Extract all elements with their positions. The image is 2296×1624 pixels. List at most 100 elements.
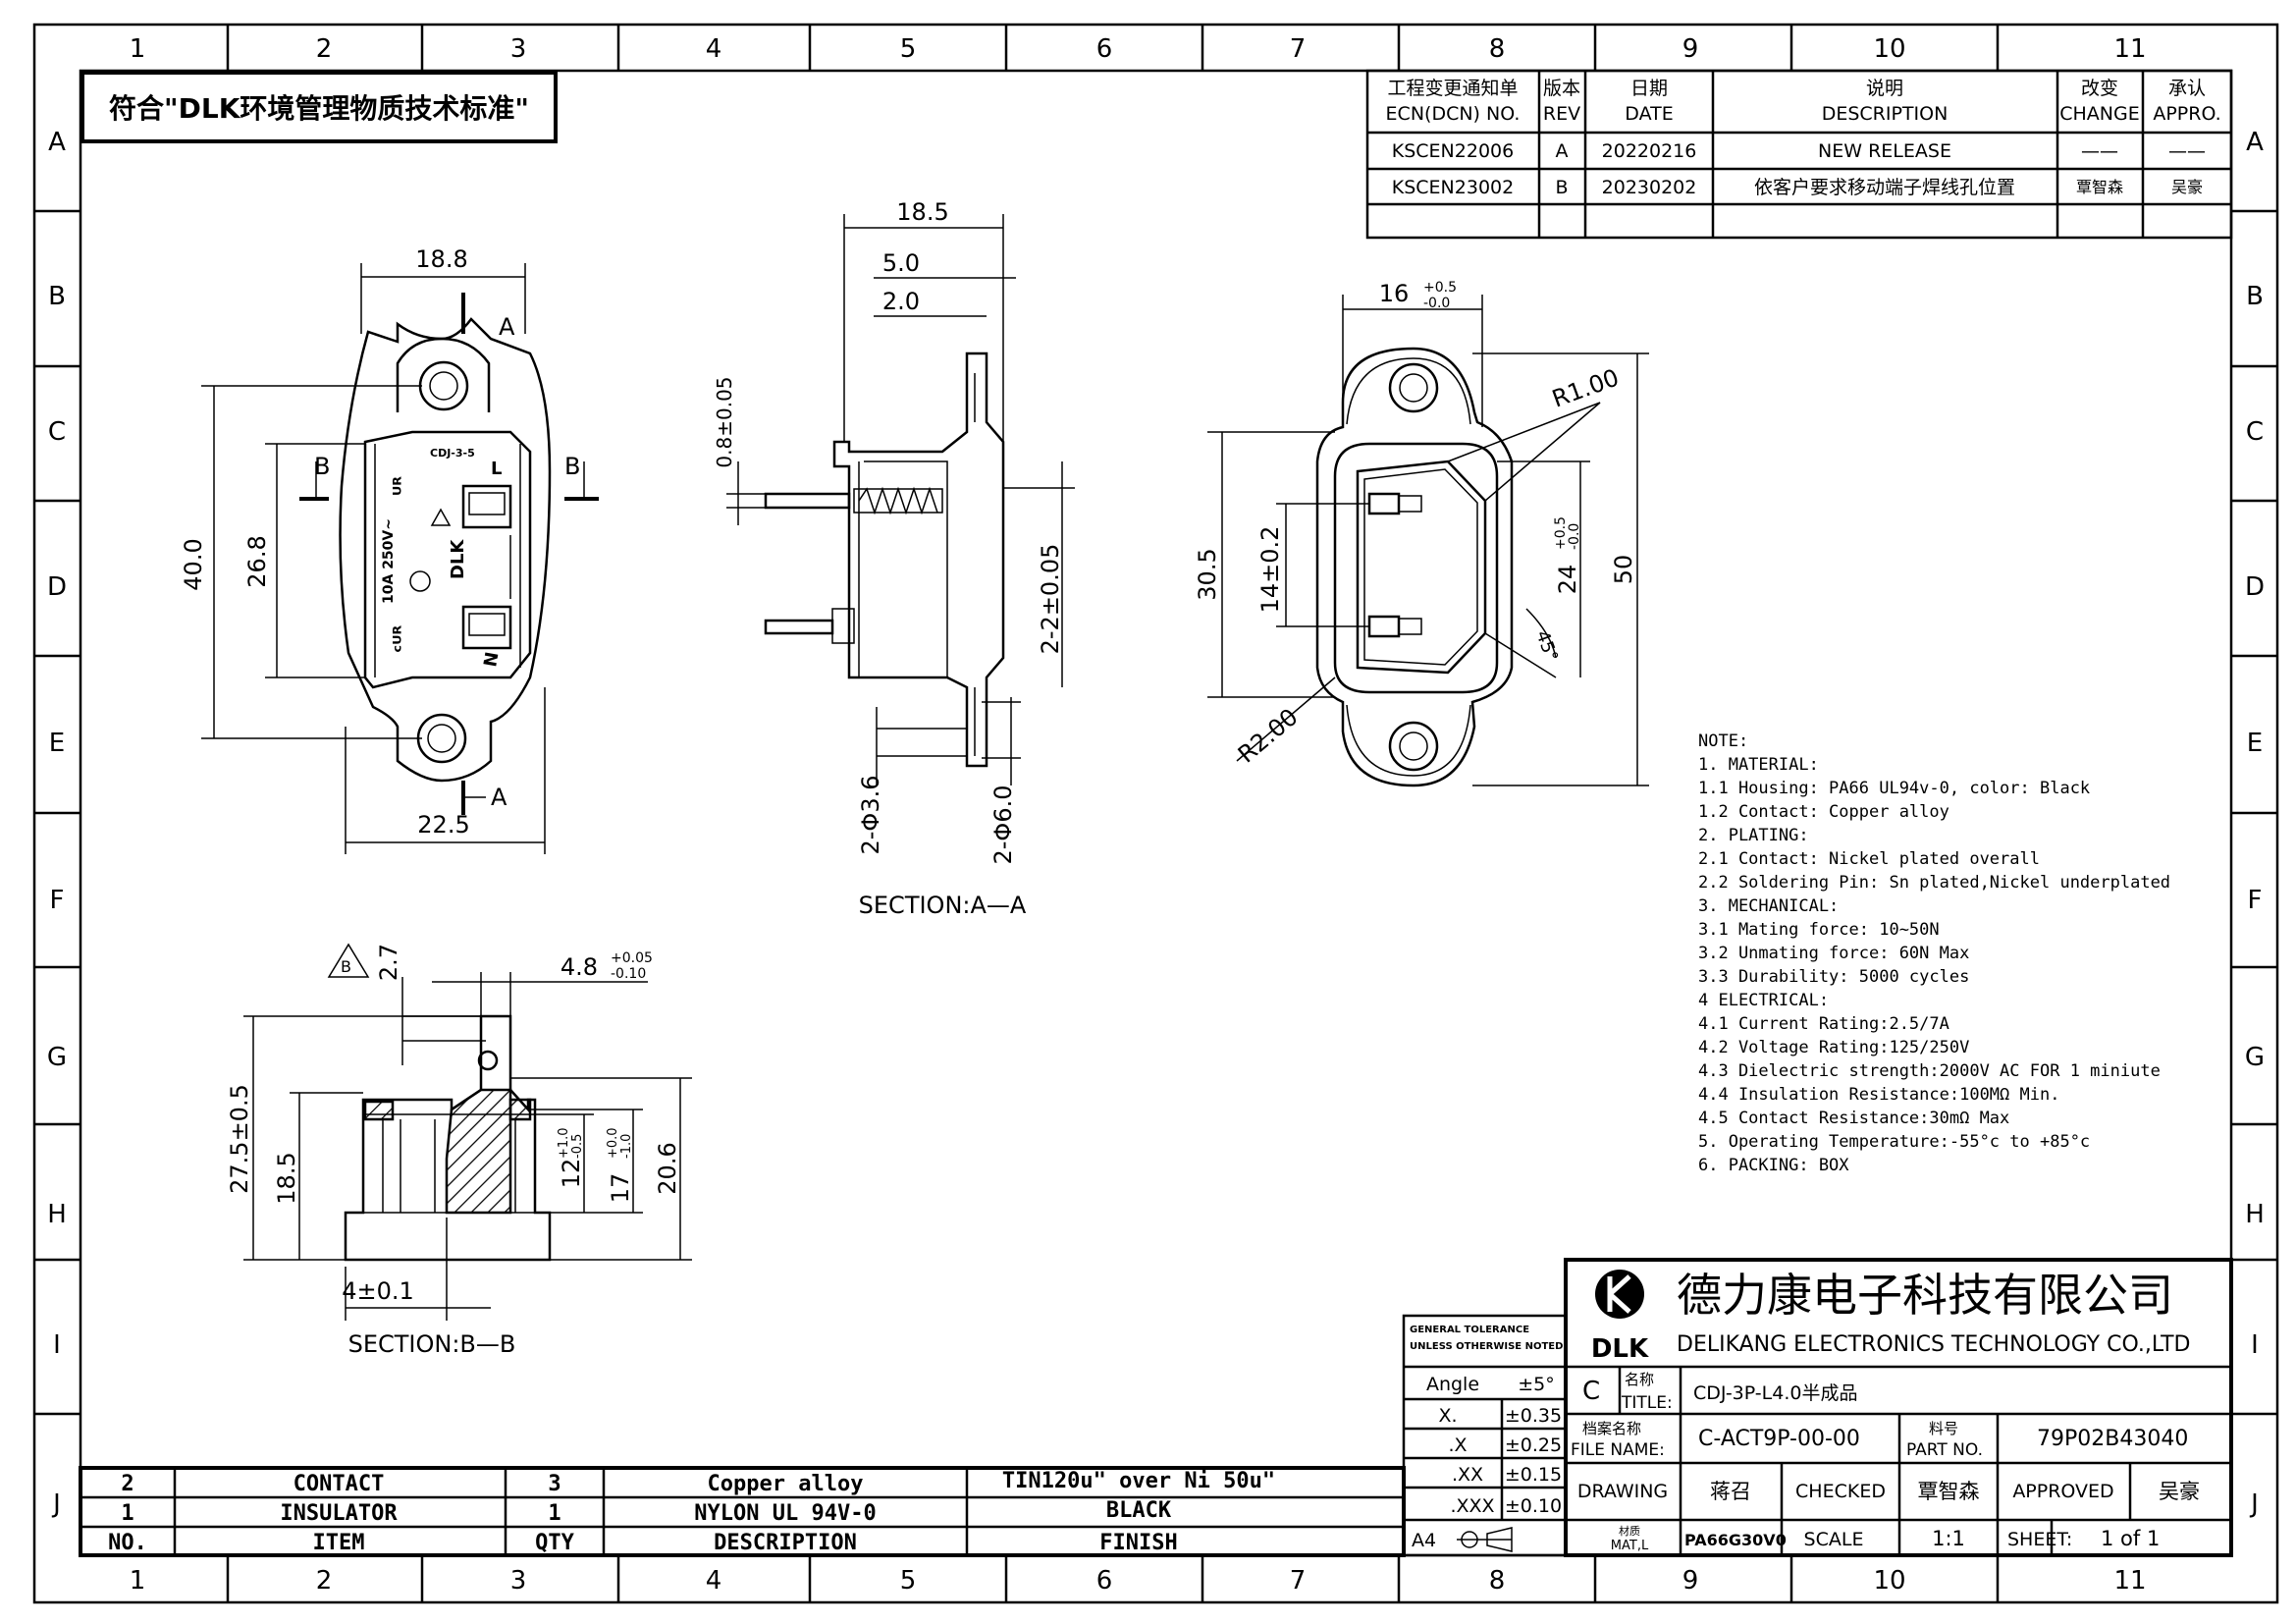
section-bb-solder-hole [477, 1050, 499, 1071]
dim-bottom-width: 22.5 [417, 811, 469, 839]
dim-rv-r1-leader [1447, 402, 1601, 462]
tb-sheet: 1 of 1 [2101, 1527, 2160, 1550]
note-line-8: 3.1 Mating force: 10~50N [1698, 920, 1940, 940]
tb-approved-label: APPROVED [2012, 1481, 2113, 1502]
grid-col-top-7: 7 [1290, 34, 1307, 64]
rev-header-date-cn: 日期 [1630, 78, 1668, 99]
tolerance-angle-label: Angle [1426, 1374, 1479, 1395]
paper-size: A4 [1412, 1530, 1436, 1551]
dim-rv-h4: 50 [1610, 555, 1637, 585]
rev-row2-date: 20230202 [1602, 177, 1697, 198]
bom-table: 2 CONTACT 3 Copper alloy TIN120u" over N… [79, 1466, 1406, 1557]
dim-rv-r2: R2.00 [1233, 703, 1304, 769]
note-line-17: 5. Operating Temperature:-55°c to +85°c [1698, 1132, 2090, 1152]
front-view-terminal-l [461, 484, 512, 529]
note-line-18: 6. PACKING: BOX [1698, 1156, 1849, 1175]
tb-part-label-cn: 料号 [1929, 1420, 1958, 1437]
bom-header-desc: DESCRIPTION [714, 1531, 857, 1555]
rev-header-change-cn: 改变 [2081, 78, 2118, 99]
rev-row2-desc: 依客户要求移动端子焊线孔位置 [1754, 177, 2015, 198]
tb-checked: 覃智森 [1918, 1480, 1980, 1503]
note-line-10: 3.3 Durability: 5000 cycles [1698, 967, 1969, 987]
note-line-5: 2.1 Contact: Nickel plated overall [1698, 849, 2040, 869]
grid-col-top-5: 5 [900, 34, 917, 64]
dim-aa-d4: 2-2±0.05 [1037, 544, 1064, 655]
section-bb-hatched-contact [445, 1088, 512, 1215]
dim-bb-d2-tol-up: +0.05 [611, 950, 653, 966]
rev-row1-appro: —— [2168, 140, 2206, 162]
tolerance-title-1: GENERAL TOLERANCE [1410, 1325, 1529, 1335]
tb-mat-label-cn: 材质 [1619, 1524, 1640, 1538]
row-ticks [34, 209, 2277, 1416]
tb-rev: C [1582, 1377, 1600, 1406]
dim-bb-d5-tol-dn: -0.5 [570, 1134, 585, 1159]
rev-header-date-en: DATE [1625, 103, 1673, 125]
section-aa-view: 18.5 5.0 2.0 0.8±0.05 2-2±0.05 2-Φ3.6 2-… [713, 198, 1075, 919]
grid-col-bottom-8: 8 [1489, 1566, 1506, 1596]
note-line-14: 4.3 Dielectric strength:2000V AC FOR 1 m… [1698, 1061, 2161, 1081]
rev-header-change-en: CHANGE [2059, 103, 2140, 125]
dim-height: 40.0 [180, 538, 207, 590]
right-view-bottom-hole-inner [1399, 731, 1428, 761]
right-view-pin-top-body [1398, 495, 1422, 513]
rev-header-rev-en: REV [1543, 103, 1580, 125]
section-aa-pin-bottom-body [831, 608, 855, 644]
grid-row-left-a: A [48, 128, 66, 157]
grid-row-left-b: B [48, 282, 66, 311]
grid-col-bottom-4: 4 [706, 1566, 722, 1596]
dim-aa-d3: 0.8±0.05 [713, 376, 736, 467]
rev-row2-rev: B [1555, 177, 1568, 198]
grid-row-right-h: H [2245, 1200, 2265, 1229]
grid-row-right-e: E [2247, 729, 2263, 758]
tb-scale: 1:1 [1932, 1527, 1965, 1550]
column-ticks [226, 25, 2000, 1602]
tolerance-x-label: X. [1438, 1405, 1457, 1427]
front-view-top-hole [418, 360, 469, 411]
tb-scale-label: SCALE [1804, 1529, 1864, 1550]
grid-col-top-10: 10 [1873, 34, 1905, 64]
section-bb-hatched-wall-right [508, 1098, 532, 1121]
front-view-bottom-hole [416, 713, 467, 764]
note-line-9: 3.2 Unmating force: 60N Max [1698, 944, 1969, 963]
rev-row2-change: 覃智森 [2076, 178, 2123, 196]
note-line-6: 2.2 Soldering Pin: Sn plated,Nickel unde… [1698, 873, 2170, 893]
right-view-top-hole-inner [1399, 373, 1428, 403]
section-a-top-label: A [499, 313, 515, 341]
dim-aa-hole2: 2-Φ6.0 [989, 785, 1017, 865]
tolerance-2dp-value: ±0.15 [1505, 1464, 1562, 1486]
company-name-cn: 德力康电子科技有限公司 [1677, 1269, 2173, 1322]
right-view-pin-bottom [1367, 615, 1401, 638]
dim-bb-d1: 2.7 [375, 944, 402, 981]
tolerance-title-2: UNLESS OTHERWISE NOTED [1410, 1341, 1563, 1352]
note-line-11: 4 ELECTRICAL: [1698, 991, 1829, 1010]
rev-header-ecn-cn: 工程变更通知单 [1387, 78, 1518, 99]
dim-rv-h3-tol-dn: -0.0 [1567, 523, 1582, 550]
grid-col-top-1: 1 [130, 34, 146, 64]
section-bb-rev-tag: B [341, 957, 351, 976]
dim-bb-d4: 18.5 [273, 1152, 300, 1204]
dim-rv-angle-arc [1484, 608, 1557, 678]
front-view-terminal-n [461, 605, 512, 650]
cqc-mark-icon [409, 570, 431, 592]
dim-rv-angle: 45° [1531, 628, 1562, 665]
rev-header-desc-en: DESCRIPTION [1822, 103, 1949, 125]
tolerance-x-value: ±0.35 [1505, 1405, 1562, 1427]
dim-bb-d7: 20.6 [654, 1142, 681, 1194]
grid-col-bottom-7: 7 [1290, 1566, 1307, 1596]
front-view-terminal-l-label: L [491, 459, 502, 479]
tolerance-table: GENERAL TOLERANCE UNLESS OTHERWISE NOTED… [1402, 1314, 1568, 1557]
section-b-right-label: B [564, 453, 580, 480]
grid-row-left-e: E [49, 729, 65, 758]
grid-row-right-f: F [2248, 886, 2263, 915]
grid-col-top-11: 11 [2113, 34, 2146, 64]
bom-header-qty: QTY [535, 1531, 574, 1555]
bom-header-finish: FINISH [1099, 1531, 1177, 1555]
note-line-4: 2. PLATING: [1698, 826, 1809, 845]
ul-mark-icon-top: ᵁᴿ [389, 476, 412, 496]
note-line-13: 4.2 Voltage Rating:125/250V [1698, 1038, 1969, 1057]
rev-header-appro-en: APPRO. [2153, 103, 2220, 125]
section-aa-pin-top-body [853, 488, 943, 514]
bom-header-item: ITEM [313, 1531, 365, 1555]
grid-row-left-i: I [53, 1330, 61, 1360]
section-b-left-label: B [314, 453, 330, 480]
